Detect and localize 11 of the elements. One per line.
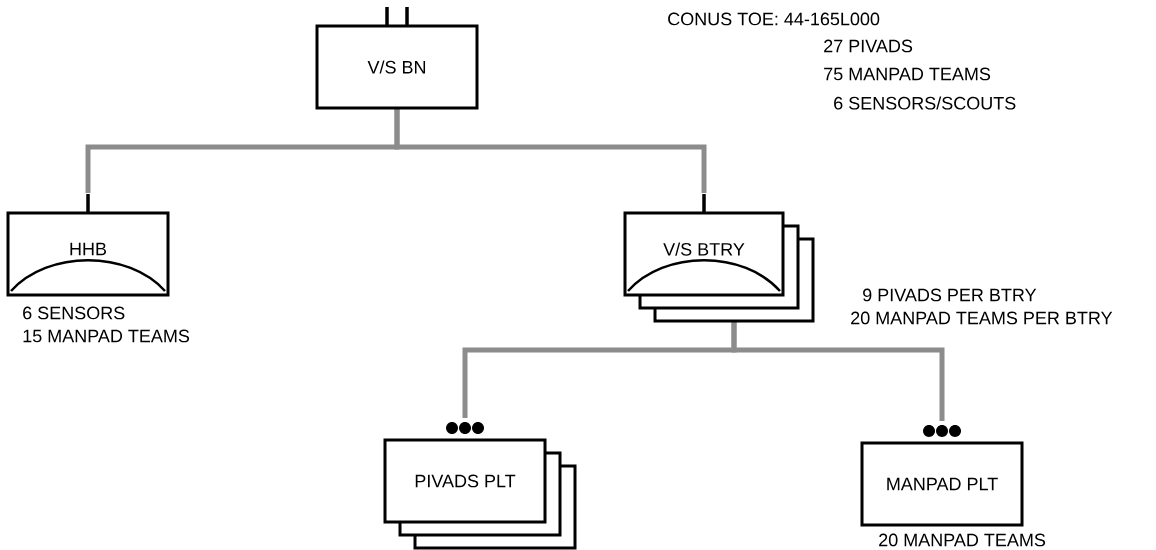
connector-line bbox=[394, 108, 707, 193]
note-text: 27 PIVADS bbox=[824, 39, 913, 53]
unit-caption: 20 MANPAD TEAMS PER BTRY bbox=[851, 311, 1113, 325]
note-text: CONUS TOE: 44-165L000 bbox=[668, 12, 880, 26]
unit-caption: 6 SENSORS bbox=[23, 306, 125, 320]
connector-line bbox=[731, 321, 945, 421]
unit-caption: 9 PIVADS PER BTRY bbox=[863, 288, 1037, 302]
note-text: 6 SENSORS/SCOUTS bbox=[834, 96, 1016, 110]
unit-caption: 20 MANPAD TEAMS bbox=[879, 533, 1046, 547]
unit-caption: 15 MANPAD TEAMS bbox=[23, 329, 190, 343]
note-text: 75 MANPAD TEAMS bbox=[824, 67, 991, 81]
